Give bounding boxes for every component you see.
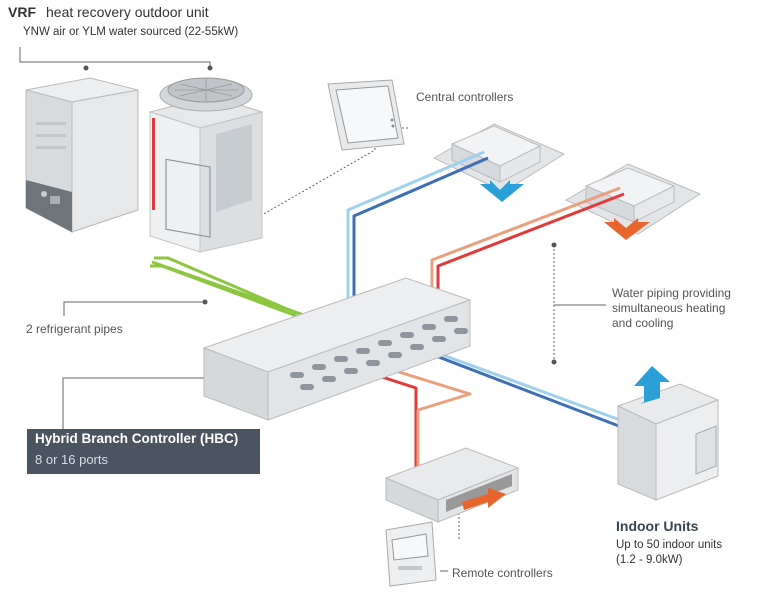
warm-pipe-bottom (359, 358, 472, 494)
refrigerant-leader (63, 301, 205, 316)
central-controllers-dotted (261, 128, 376, 216)
hbc-title: Hybrid Branch Controller (HBC) (35, 431, 239, 446)
hbc-label-box (27, 429, 260, 474)
water-piping-line-2: simultaneous heating (612, 301, 726, 315)
outdoor-unit-bracket (19, 47, 211, 67)
indoor-unit-heating-right (564, 163, 702, 240)
remote-controller-device (385, 521, 437, 587)
leader-lines (19, 47, 606, 572)
hbc-unit (202, 277, 472, 421)
indoor-unit-floor (616, 366, 720, 501)
water-piping-label: Water piping providing simultaneous heat… (612, 286, 731, 331)
title-prefix: VRF (8, 4, 36, 20)
water-piping-line-1: Water piping providing (612, 286, 731, 300)
indoor-units-details: Up to 50 indoor units (1.2 - 9.0kW) (616, 538, 722, 568)
indoor-unit-cooling-top (432, 123, 566, 202)
water-sourced-outdoor-unit (25, 77, 139, 233)
hbc-ports: 8 or 16 ports (35, 452, 108, 467)
remote-controllers-label: Remote controllers (452, 566, 553, 580)
hbc-leader (62, 377, 234, 430)
indoor-unit-ducted-bottom (384, 447, 520, 523)
air-sourced-outdoor-unit (148, 77, 264, 253)
indoor-units-line-2: (1.2 - 9.0kW) (616, 554, 683, 566)
page-subtitle: YNW air or YLM water sourced (22-55kW) (23, 26, 239, 38)
page-title: VRF heat recovery outdoor unit (8, 4, 209, 20)
central-controllers-label: Central controllers (416, 90, 514, 104)
refrigerant-pipes-label: 2 refrigerant pipes (26, 322, 123, 336)
cold-pipe-indoor (409, 344, 625, 430)
central-controller-device (327, 79, 405, 151)
water-piping-line-3: and cooling (612, 316, 674, 330)
indoor-units-line-1: Up to 50 indoor units (616, 539, 723, 551)
indoor-units-title: Indoor Units (616, 518, 699, 534)
title-text: heat recovery outdoor unit (46, 4, 209, 20)
